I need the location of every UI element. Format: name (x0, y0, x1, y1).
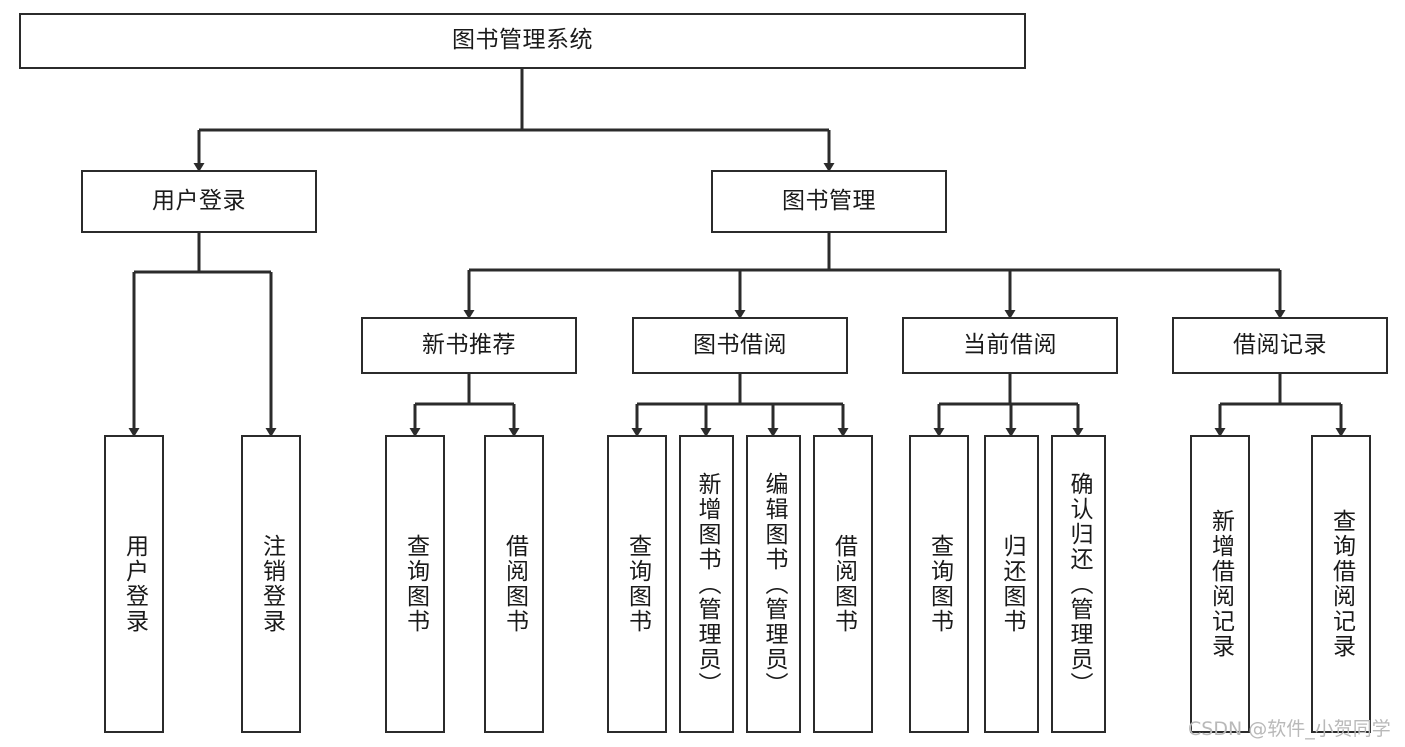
node-leaf-user-login[interactable]: 用户登录 (104, 435, 164, 733)
node-leaf-borrow-book-2-label: 借阅图书 (830, 534, 857, 634)
node-user-login[interactable]: 用户登录 (81, 170, 317, 233)
node-book-borrow-label: 图书借阅 (693, 331, 787, 358)
node-leaf-query-book-2[interactable]: 查询图书 (607, 435, 667, 733)
node-new-book-rec[interactable]: 新书推荐 (361, 317, 577, 374)
node-leaf-confirm-return[interactable]: 确认归还（管理员） (1051, 435, 1106, 733)
node-leaf-edit-book-label: 编辑图书（管理员） (761, 471, 787, 697)
node-book-borrow[interactable]: 图书借阅 (632, 317, 848, 374)
node-leaf-user-login-label: 用户登录 (121, 534, 148, 634)
node-book-manage-label: 图书管理 (782, 187, 876, 214)
node-user-login-label: 用户登录 (152, 187, 246, 214)
node-leaf-add-book[interactable]: 新增图书（管理员） (679, 435, 734, 733)
node-leaf-borrow-book-1-label: 借阅图书 (501, 534, 528, 634)
node-leaf-logout-label: 注销登录 (258, 534, 285, 634)
node-new-book-rec-label: 新书推荐 (422, 331, 516, 358)
node-root-label: 图书管理系统 (452, 27, 593, 54)
node-leaf-query-book-2-label: 查询图书 (624, 534, 651, 634)
node-leaf-query-book-1-label: 查询图书 (402, 534, 429, 634)
node-leaf-logout[interactable]: 注销登录 (241, 435, 301, 733)
node-leaf-return-book[interactable]: 归还图书 (984, 435, 1039, 733)
node-leaf-borrow-book-1[interactable]: 借阅图书 (484, 435, 544, 733)
node-current-borrow[interactable]: 当前借阅 (902, 317, 1118, 374)
node-leaf-add-book-label: 新增图书（管理员） (694, 471, 720, 697)
node-root[interactable]: 图书管理系统 (19, 13, 1026, 69)
node-leaf-confirm-return-label: 确认归还（管理员） (1066, 471, 1092, 697)
node-leaf-borrow-book-2[interactable]: 借阅图书 (813, 435, 873, 733)
node-leaf-return-book-label: 归还图书 (999, 534, 1025, 634)
node-leaf-add-record-label: 新增借阅记录 (1207, 509, 1234, 659)
node-leaf-edit-book[interactable]: 编辑图书（管理员） (746, 435, 801, 733)
node-current-borrow-label: 当前借阅 (963, 331, 1057, 358)
node-borrow-record-label: 借阅记录 (1233, 331, 1327, 358)
watermark-text: CSDN @软件_小贺同学 (1188, 718, 1391, 740)
node-leaf-query-book-3[interactable]: 查询图书 (909, 435, 969, 733)
node-borrow-record[interactable]: 借阅记录 (1172, 317, 1388, 374)
node-leaf-query-record-label: 查询借阅记录 (1328, 509, 1355, 659)
node-book-manage[interactable]: 图书管理 (711, 170, 947, 233)
node-leaf-query-record[interactable]: 查询借阅记录 (1311, 435, 1371, 733)
node-leaf-query-book-1[interactable]: 查询图书 (385, 435, 445, 733)
node-leaf-query-book-3-label: 查询图书 (926, 534, 953, 634)
node-leaf-add-record[interactable]: 新增借阅记录 (1190, 435, 1250, 733)
